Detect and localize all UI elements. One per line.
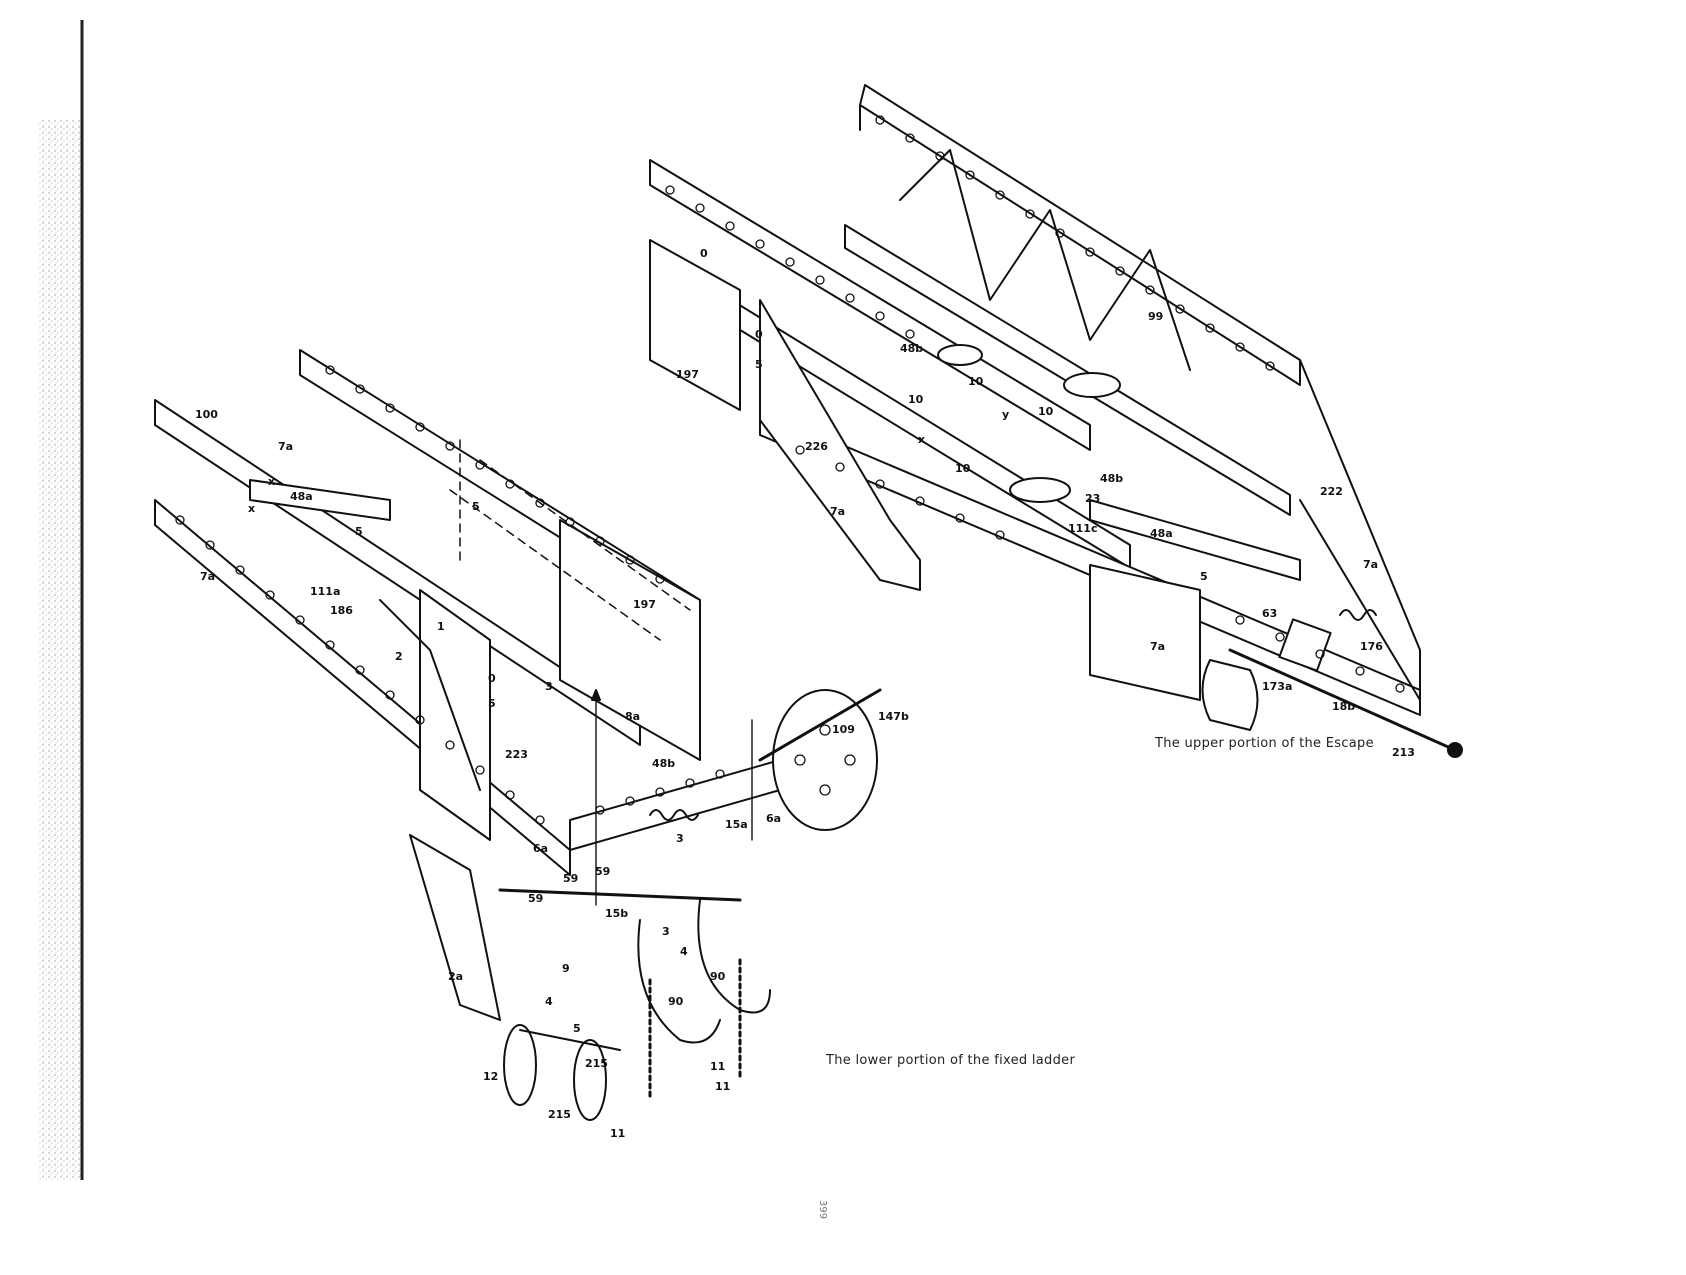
- label-5: 5: [1200, 570, 1208, 583]
- label-59: 59: [563, 872, 578, 885]
- label-0: 0: [700, 247, 708, 260]
- label-63: 63: [1262, 607, 1277, 620]
- label-3: 3: [662, 925, 670, 938]
- label-5: 5: [472, 500, 480, 513]
- label-48a: 48a: [290, 490, 313, 503]
- label-y: y: [1002, 408, 1009, 421]
- label-10: 10: [908, 393, 924, 406]
- caption-upper-escape: The upper portion of the Escape: [1155, 736, 1374, 751]
- label-0: 0: [755, 328, 763, 341]
- label-x: x: [268, 475, 275, 488]
- label-7a: 7a: [200, 570, 215, 583]
- label-7a: 7a: [830, 505, 845, 518]
- label-5: 5: [755, 358, 763, 371]
- label-197: 197: [633, 598, 656, 611]
- label-10: 10: [1038, 405, 1054, 418]
- label-0: 0: [488, 672, 496, 685]
- label-5: 5: [488, 697, 496, 710]
- label-176: 176: [1360, 640, 1383, 653]
- label-100: 100: [195, 408, 218, 421]
- label-186: 186: [330, 604, 353, 617]
- label-109: 109: [832, 723, 855, 736]
- upper-escape-assembly: [649, 84, 1463, 758]
- label-3: 3: [545, 680, 553, 693]
- caption-lower-ladder: The lower portion of the fixed ladder: [826, 1053, 1076, 1068]
- label-15b: 15b: [605, 907, 628, 920]
- label-2a: 2a: [448, 970, 463, 983]
- label-11: 11: [610, 1127, 625, 1140]
- label-6a: 6a: [533, 842, 548, 855]
- label-23: 23: [1085, 492, 1100, 505]
- label-173a: 173a: [1262, 680, 1292, 693]
- label-6a: 6a: [766, 812, 781, 825]
- label-90: 90: [668, 995, 684, 1008]
- label-222: 222: [1320, 485, 1343, 498]
- label-48b: 48b: [1100, 472, 1123, 485]
- label-111a: 111a: [310, 585, 340, 598]
- label-7a: 7a: [1150, 640, 1165, 653]
- label-59: 59: [595, 865, 610, 878]
- label-3: 3: [676, 832, 684, 845]
- label-8a: 8a: [625, 710, 640, 723]
- label-213: 213: [1392, 746, 1415, 759]
- label-5: 5: [355, 525, 363, 538]
- label-226: 226: [805, 440, 828, 453]
- label-7a: 7a: [278, 440, 293, 453]
- label-1: 1: [437, 620, 445, 633]
- label-x: x: [918, 433, 925, 446]
- label-4: 4: [545, 995, 553, 1008]
- label-2: 2: [395, 650, 403, 663]
- label-10: 10: [955, 462, 971, 475]
- label-4: 4: [680, 945, 688, 958]
- label-197: 197: [676, 368, 699, 381]
- label-99: 99: [1148, 310, 1163, 323]
- label-48a: 48a: [1150, 527, 1173, 540]
- label-15a: 15a: [725, 818, 748, 831]
- label-223: 223: [505, 748, 528, 761]
- label-90: 90: [710, 970, 726, 983]
- label-48b: 48b: [652, 757, 675, 770]
- label-5: 5: [573, 1022, 581, 1035]
- lower-ladder-assembly: [154, 349, 882, 1121]
- page-number: 399: [817, 1200, 828, 1220]
- label-9: 9: [562, 962, 570, 975]
- label-7a: 7a: [1363, 558, 1378, 571]
- label-x: x: [248, 502, 255, 515]
- label-11: 11: [710, 1060, 725, 1073]
- label-147b: 147b: [878, 710, 909, 723]
- label-10: 10: [968, 375, 984, 388]
- label-215: 215: [548, 1108, 571, 1121]
- label-11: 11: [715, 1080, 730, 1093]
- part-labels: 99 48b 10 10 10 10 y x 226 197 5 0 0 48b…: [195, 247, 1415, 1140]
- label-215: 215: [585, 1057, 608, 1070]
- page-binding-edge: [0, 0, 85, 1275]
- label-18b: 18b: [1332, 700, 1355, 713]
- label-59: 59: [528, 892, 543, 905]
- label-48b: 48b: [900, 342, 923, 355]
- label-12: 12: [483, 1070, 498, 1083]
- label-111c: 111c: [1068, 522, 1097, 535]
